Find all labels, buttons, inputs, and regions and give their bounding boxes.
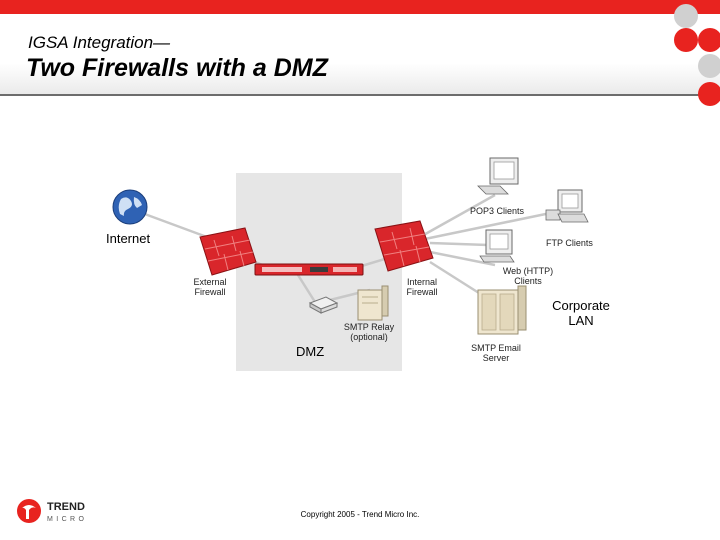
trend-micro-logo: TREND MICRO xyxy=(16,497,96,530)
corporate-line1: Corporate xyxy=(552,298,610,313)
header-rule xyxy=(0,94,720,96)
internal-firewall-line2: Firewall xyxy=(406,287,438,298)
smtp-email-server-label: SMTP Email Server xyxy=(456,343,536,364)
corporate-lan-label: Corporate LAN xyxy=(540,298,622,329)
dmz-label: DMZ xyxy=(296,344,325,359)
desktop-computer-icon xyxy=(479,229,515,263)
web-clients-line1: Web (HTTP) xyxy=(502,266,554,276)
smtp-relay-line2: (optional) xyxy=(350,332,388,343)
desktop-computer-icon xyxy=(545,189,589,223)
slide-title: Two Firewalls with a DMZ xyxy=(26,54,328,82)
trend-micro-logo-icon: TREND MICRO xyxy=(17,499,87,523)
appliance-icon xyxy=(254,263,364,276)
internal-firewall-label: Internal Firewall xyxy=(392,277,452,298)
pop3-clients-label: POP3 Clients xyxy=(470,206,525,216)
smtp-relay-line1: SMTP Relay xyxy=(343,322,395,332)
smtp-server-line2: Server xyxy=(482,353,510,364)
logo-line2: MICRO xyxy=(47,516,87,523)
ftp-clients-label: FTP Clients xyxy=(546,238,593,248)
internet-label: Internet xyxy=(106,231,151,246)
logo-line1: TREND xyxy=(47,501,85,513)
desktop-computer-icon xyxy=(477,157,519,195)
firewall-icon xyxy=(374,220,434,272)
smtp-server-line1: SMTP Email xyxy=(471,343,521,353)
external-firewall-label: External Firewall xyxy=(180,277,240,298)
corporate-line2: LAN xyxy=(568,312,594,328)
web-clients-line2: Clients xyxy=(514,276,542,287)
decorative-circles xyxy=(674,4,720,106)
header-band xyxy=(0,14,720,96)
top-red-bar xyxy=(0,0,720,14)
server-icon xyxy=(477,285,527,335)
internal-firewall-line1: Internal xyxy=(406,277,438,287)
router-icon xyxy=(308,296,339,314)
smtp-relay-label: SMTP Relay (optional) xyxy=(334,322,404,343)
web-clients-label: Web (HTTP) Clients xyxy=(488,266,568,287)
slide-subtitle: IGSA Integration— xyxy=(28,33,171,52)
globe-icon xyxy=(112,189,148,225)
external-firewall-line2: Firewall xyxy=(194,287,226,298)
firewall-icon xyxy=(199,227,257,276)
external-firewall-line1: External xyxy=(193,277,227,287)
copyright-text: Copyright 2005 - Trend Micro Inc. xyxy=(300,510,420,519)
server-icon xyxy=(357,285,389,321)
